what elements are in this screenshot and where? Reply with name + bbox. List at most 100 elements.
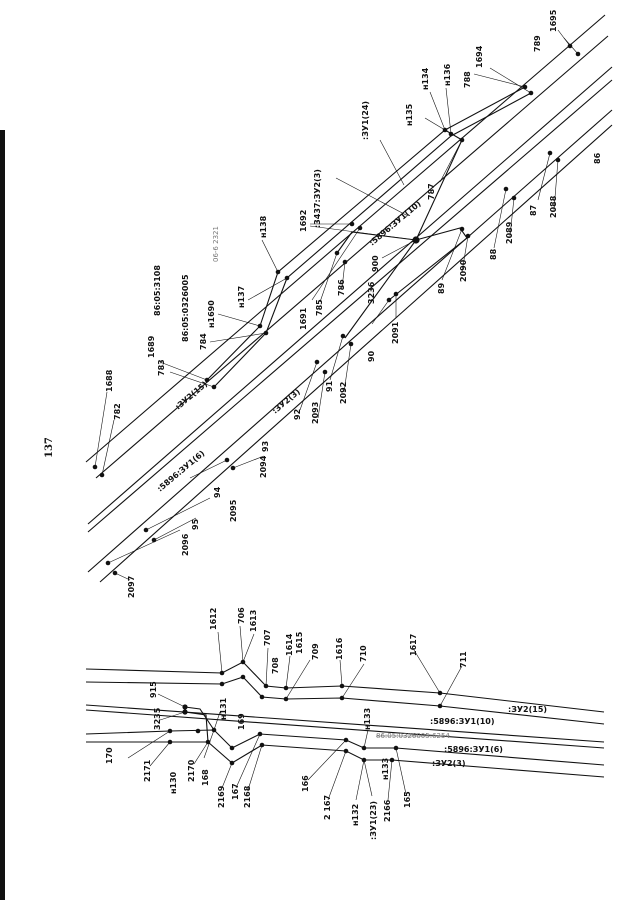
parcel-label-3437-zu2-3: :3437:ЗУ2(3) [313,169,322,228]
faint-annotation: 06-6 2321 [212,226,220,262]
point-label: 2091 [391,321,400,344]
point-label: 169 [237,713,246,730]
point-label: 86 [593,152,602,164]
leader [413,649,441,694]
leader [299,361,318,411]
parcel-label-zu2-15: :ЗУ2(15) [174,380,210,412]
point-label: 2090 [459,259,468,282]
point-marker [348,341,354,347]
point-marker [263,683,269,689]
struck-cadastral-number: 86:05:0326005:6254 [376,732,450,740]
lower-offset-b [184,711,209,743]
point-marker [357,225,363,231]
leader [101,419,115,476]
point-label: 785 [315,299,324,316]
point-label: н130 [169,771,178,794]
point-label: 783 [157,359,166,376]
leader [424,117,446,131]
point-marker [528,90,534,96]
leader [235,733,261,789]
leader [127,730,171,759]
point-marker [283,696,289,702]
leader [387,759,393,801]
point-label: 168 [201,769,210,786]
point-label: 2095 [229,499,238,522]
point-label: 1688 [105,369,114,392]
leader [439,665,463,707]
leader [343,343,352,393]
point-marker [442,127,448,133]
point-label: 170 [105,747,114,764]
lower-points [167,659,443,766]
point-label: 2089 [505,221,514,244]
leader [355,759,365,801]
point-marker [575,51,581,57]
leader [189,459,228,479]
point-label: 92 [293,409,302,420]
boundary-line-2 [95,35,609,479]
leader [169,371,215,388]
lower-boundary-2 [85,676,605,725]
point-label: 1694 [475,45,484,68]
point-marker [314,359,320,365]
lower-offset-a [184,706,215,731]
quarter-label-0326005: 86:05:0326005 [181,274,190,342]
point-label: 2094 [259,455,268,478]
lower-boundary-3 [85,704,605,743]
point-label: 706 [237,607,246,624]
point-label: 1691 [299,307,308,330]
point-marker [167,739,173,745]
point-label: 2093 [311,402,320,424]
point-marker [230,465,236,471]
point-label: 787 [427,183,436,200]
point-label: н134 [421,67,430,90]
point-label: 93 [261,441,270,452]
parcel-label-zu1-23: :ЗУ1(23) [369,801,378,840]
point-marker [151,537,157,543]
leader [553,159,559,211]
parcel-label-zu1-24: :ЗУ1(24) [361,101,370,140]
leader [247,744,263,791]
point-label: 2171 [143,759,152,782]
leader [317,371,326,419]
leader [335,177,409,217]
upper-diagram: :3437:ЗУ2(3) :ЗУ1(24) :5896:ЗУ1(10) :ЗУ2… [85,9,613,598]
point-label: 94 [213,486,222,498]
leader [327,750,347,801]
parcel-boundary-e [388,227,468,301]
point-label: н137 [237,286,246,308]
left-margin-bar [0,130,5,900]
leader [309,225,417,241]
leader [473,73,526,88]
point-marker [112,570,118,576]
leader [242,633,255,663]
point-label: 2 167 [323,795,332,820]
leader [209,332,267,343]
point-marker [195,728,201,734]
leader [107,529,181,564]
point-marker [339,695,345,701]
point-label: 1689 [147,335,156,358]
point-label: 786 [337,279,346,296]
leader [341,663,365,699]
point-label: 710 [359,645,368,662]
point-label: 167 [231,783,240,800]
point-marker [511,195,517,201]
lower-diagram: :ЗУ2(15) :5896:ЗУ1(10) 86:05:0326005:625… [85,607,605,840]
point-marker [205,739,211,745]
boundary-line-4 [87,79,613,533]
point-label: 900 [371,255,380,272]
leader [341,261,346,289]
point-marker [275,269,281,275]
lower-boundary-6 [86,741,605,778]
point-label: 91 [325,380,334,392]
leader [429,91,446,131]
point-marker [465,233,471,239]
point-label: 1617 [409,634,418,656]
point-marker [389,757,395,763]
point-label: 788 [463,71,472,88]
point-marker [259,742,265,748]
lower-boundary-1 [85,661,605,713]
point-label: 784 [199,333,208,350]
